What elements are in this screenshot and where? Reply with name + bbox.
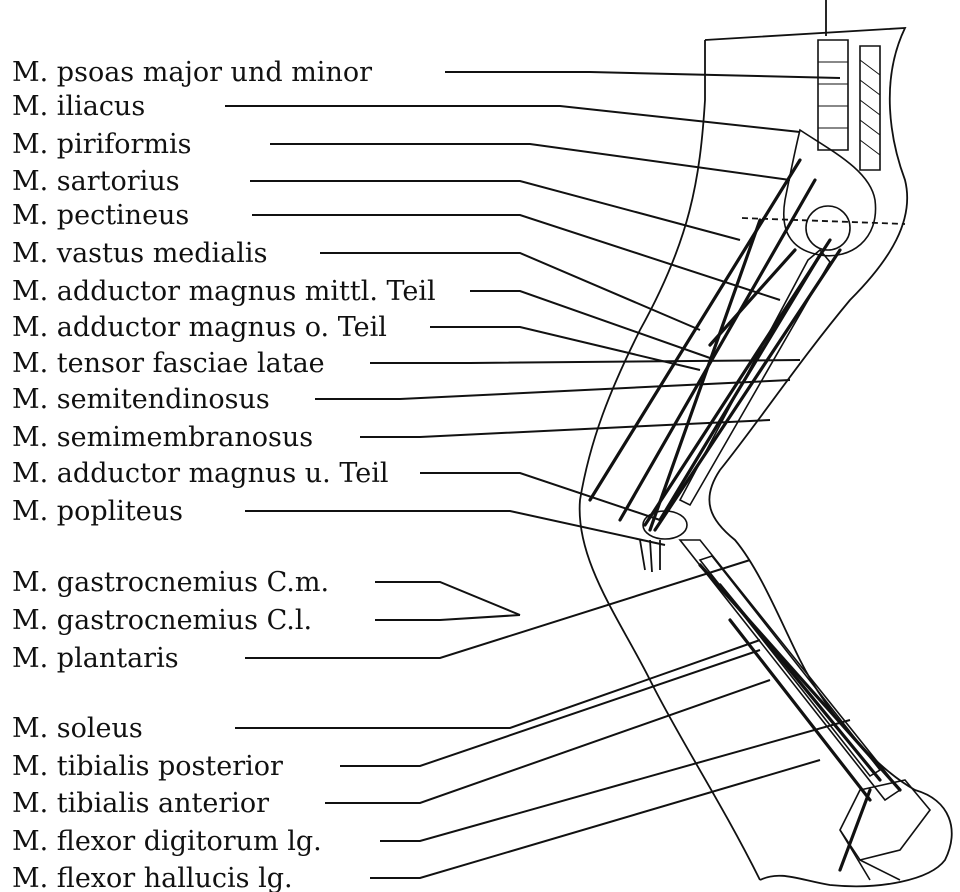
muscle-label: M. psoas major und minor [12,57,372,88]
tensor-muscle [620,180,815,520]
muscle-label: M. sartorius [12,166,180,197]
leg-outline-back [705,28,952,886]
leader-line [370,360,800,363]
muscle-label: M. flexor digitorum lg. [12,826,322,857]
leader-line [245,511,665,545]
leader-line [315,380,790,399]
leader-line [270,144,790,180]
leg-outline-front [580,40,760,880]
muscle-label: M. soleus [12,713,143,744]
leader-line [470,291,710,358]
leader-line [380,720,850,841]
pelvis [784,130,876,256]
toe-bones [840,830,900,880]
leader-line [250,181,740,240]
muscle-label: M. adductor magnus u. Teil [12,458,389,489]
leader-line [340,650,760,766]
flexor-muscle [730,620,870,800]
muscle-label: M. gastrocnemius C.l. [12,605,312,636]
muscle-label: M. pectineus [12,200,189,231]
leader-line [375,615,520,620]
muscle-label: M. piriformis [12,129,192,160]
semimembranosus-muscle [655,250,840,530]
muscle-label: M. tibialis posterior [12,751,283,782]
leader-line [225,106,800,132]
leader-line [235,640,760,728]
muscle-label: M. tensor fasciae latae [12,348,325,379]
sacrum-hatch [860,60,880,155]
muscle-label: M. adductor magnus o. Teil [12,312,387,343]
muscle-label: M. gastrocnemius C.m. [12,567,329,598]
muscle-label: M. semitendinosus [12,384,270,415]
muscle-label: M. semimembranosus [12,422,313,453]
leg-anatomy [580,0,952,886]
vertebrae [818,62,848,128]
muscle-label: M. tibialis anterior [12,788,269,819]
leader-line [375,582,520,615]
muscle-label: M. adductor magnus mittl. Teil [12,276,436,307]
pectineus-muscle [710,250,795,345]
leader-line [325,680,770,803]
muscle-label: M. popliteus [12,496,183,527]
leader-line [445,72,840,78]
hip-axis [742,218,905,224]
muscle-label: M. iliacus [12,91,145,122]
adductor-muscle [660,255,820,520]
knee-tendons [640,540,660,572]
muscle-label: M. plantaris [12,643,179,674]
muscle-label: M. flexor hallucis lg. [12,863,293,892]
leader-line [370,760,820,878]
muscle-label: M. vastus medialis [12,238,267,269]
spine [818,40,848,150]
foot-bones [840,780,930,860]
